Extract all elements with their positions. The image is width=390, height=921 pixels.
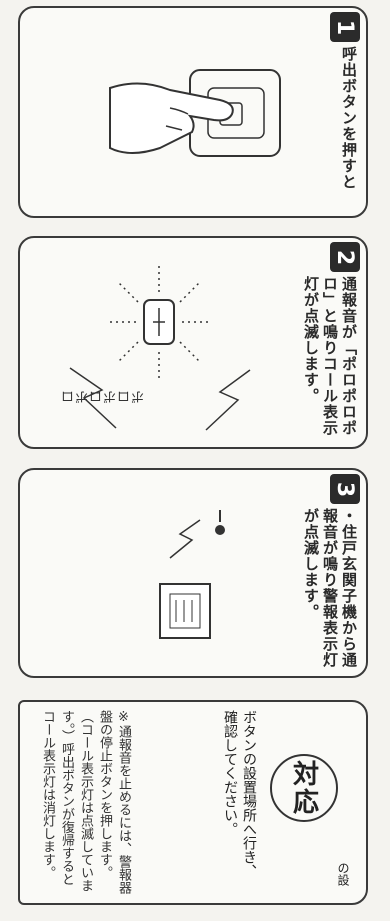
response-title-badge: 対応 xyxy=(270,754,338,822)
call-indicator-lamp-icon xyxy=(69,264,251,431)
response-panel: 対応 ボタンの設置場所へ行き、確認してください。 の設 ※通報音を止めるには、警… xyxy=(18,700,368,905)
alarm-panel-icon xyxy=(159,510,225,639)
step-2-text: 通報音が「ポロポロポロ」と鳴りコール表示灯が点滅します。 xyxy=(302,276,358,436)
finger-pressing-button-icon xyxy=(109,69,281,157)
step-3-text: ・住戸玄関子機から通報音が鳴り警報表示灯が点滅します。 xyxy=(302,508,358,668)
step-1-panel: 1 呼出ボタンを押すと xyxy=(18,6,368,218)
step-number-badge: 2 xyxy=(330,242,360,272)
response-note: ※通報音を止めるには、警報器盤の停止ボタンを押します。（コール表示灯は点滅してい… xyxy=(40,710,131,894)
step-2-panel: 2 通報音が「ポロポロポロ」と鳴りコール表示灯が点滅します。 ポロポロポロ xyxy=(18,236,368,449)
step-3-panel: 3 ・住戸玄関子機から通報音が鳴り警報表示灯が点滅します。 xyxy=(18,468,368,678)
response-side-text: の設 xyxy=(336,862,350,886)
step-1-text: 呼出ボタンを押すと xyxy=(340,46,358,190)
response-main-text: ボタンの設置場所へ行き、確認してください。 xyxy=(222,710,257,878)
step-number-badge: 3 xyxy=(330,474,360,504)
sound-label: ポロポロポロ xyxy=(60,388,145,403)
step-number-badge: 1 xyxy=(330,12,360,42)
